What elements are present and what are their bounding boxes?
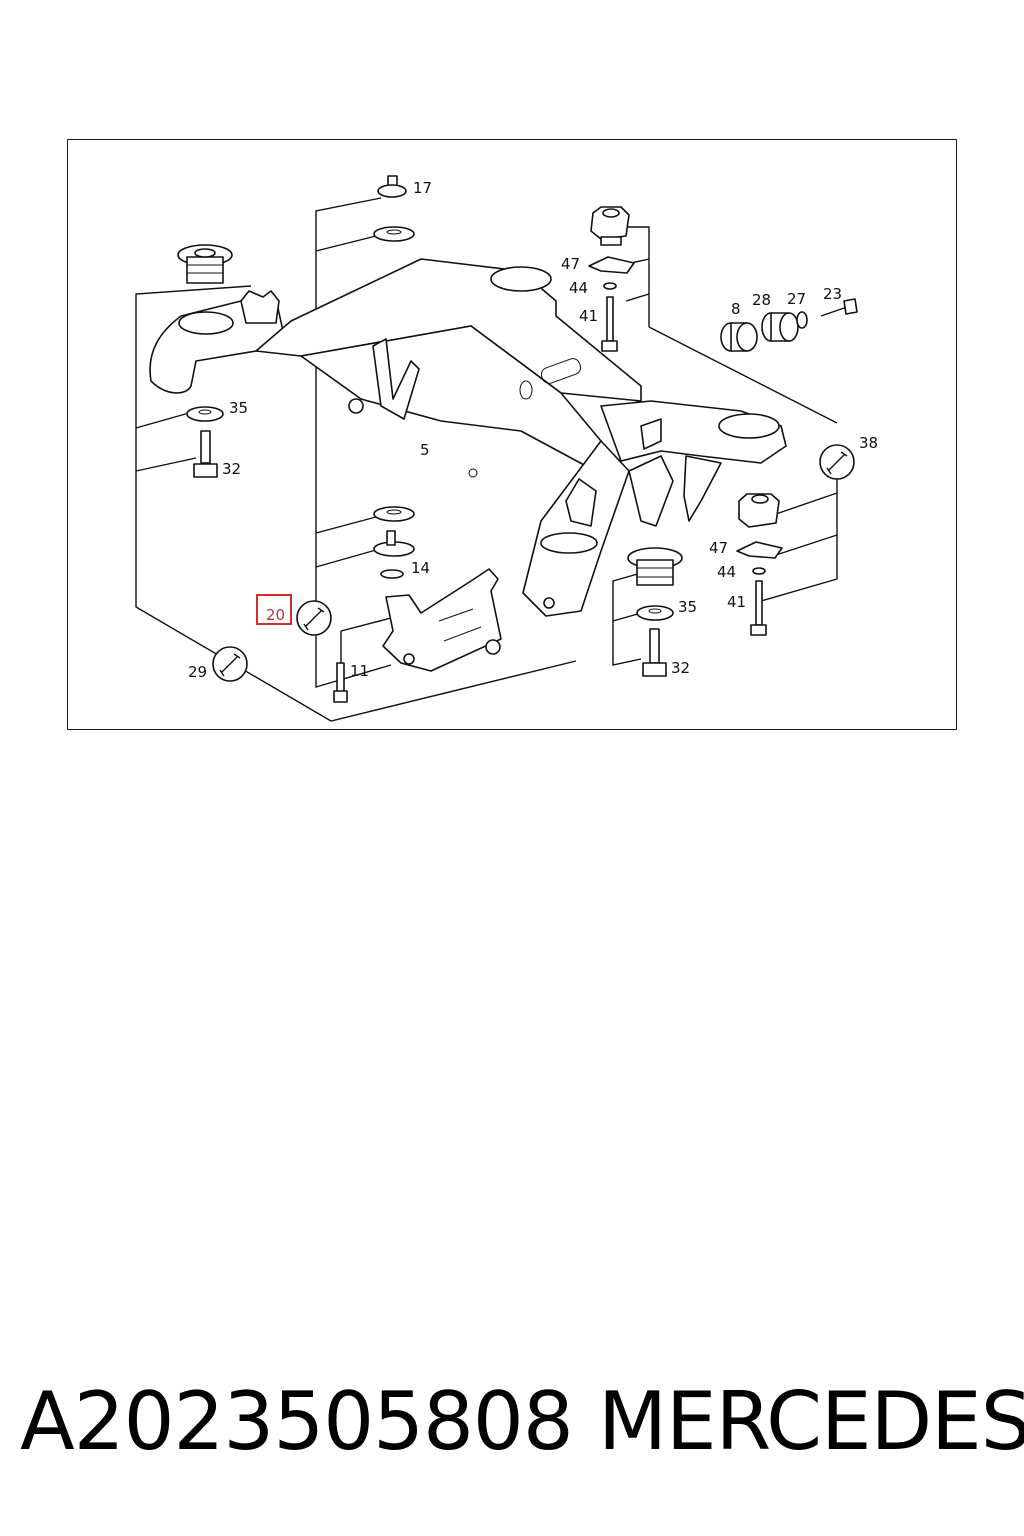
- bolts: [193, 175, 767, 703]
- bushing-right-mid: [738, 493, 780, 528]
- wrench-icon-20: [296, 600, 332, 636]
- leader-lines: [135, 197, 838, 722]
- rear-axle-carrier: [149, 258, 787, 617]
- brand-name: MERCEDES: [598, 1375, 1024, 1468]
- callout-8: 8: [731, 300, 741, 318]
- callout-35b: 35: [678, 598, 697, 616]
- callout-5: 5: [420, 441, 430, 459]
- callout-32a: 32: [222, 460, 241, 478]
- parts-diagram-frame: 17 47 44 41 8 28 27 23 35 32 5 38 14 20 …: [67, 139, 957, 730]
- callout-47b: 47: [709, 539, 728, 557]
- callout-14: 14: [411, 559, 430, 577]
- callout-47a: 47: [561, 255, 580, 273]
- callout-41a: 41: [579, 307, 598, 325]
- bushing-right-top: [590, 206, 630, 246]
- part-number: A2023505808: [20, 1375, 574, 1468]
- differential-housing: [382, 568, 502, 672]
- callout-38: 38: [859, 434, 878, 452]
- callout-44a: 44: [569, 279, 588, 297]
- callout-29: 29: [188, 663, 207, 681]
- callout-23: 23: [823, 285, 842, 303]
- callout-35a: 35: [229, 399, 248, 417]
- callout-20: 20: [266, 606, 285, 624]
- bushing-center-right: [627, 547, 683, 586]
- bushing-set-right: [720, 298, 858, 352]
- bushing-left-top: [177, 244, 233, 284]
- callout-32b: 32: [671, 659, 690, 677]
- callout-labels: 17 47 44 41 8 28 27 23 35 32 5 38 14 20 …: [188, 179, 878, 681]
- callout-27: 27: [787, 290, 806, 308]
- footer-caption: A2023505808 MERCEDES: [20, 1372, 1024, 1472]
- callout-17: 17: [413, 179, 432, 197]
- rear-axle-subframe-diagram: 17 47 44 41 8 28 27 23 35 32 5 38 14 20 …: [135, 175, 878, 722]
- wrench-icon-29: [212, 646, 248, 682]
- callout-44b: 44: [717, 563, 736, 581]
- washers: [186, 226, 783, 621]
- callout-28: 28: [752, 291, 771, 309]
- callout-41b: 41: [727, 593, 746, 611]
- wrench-icon-38: [819, 444, 855, 480]
- highlight-box: [256, 594, 292, 625]
- callout-11: 11: [350, 662, 369, 680]
